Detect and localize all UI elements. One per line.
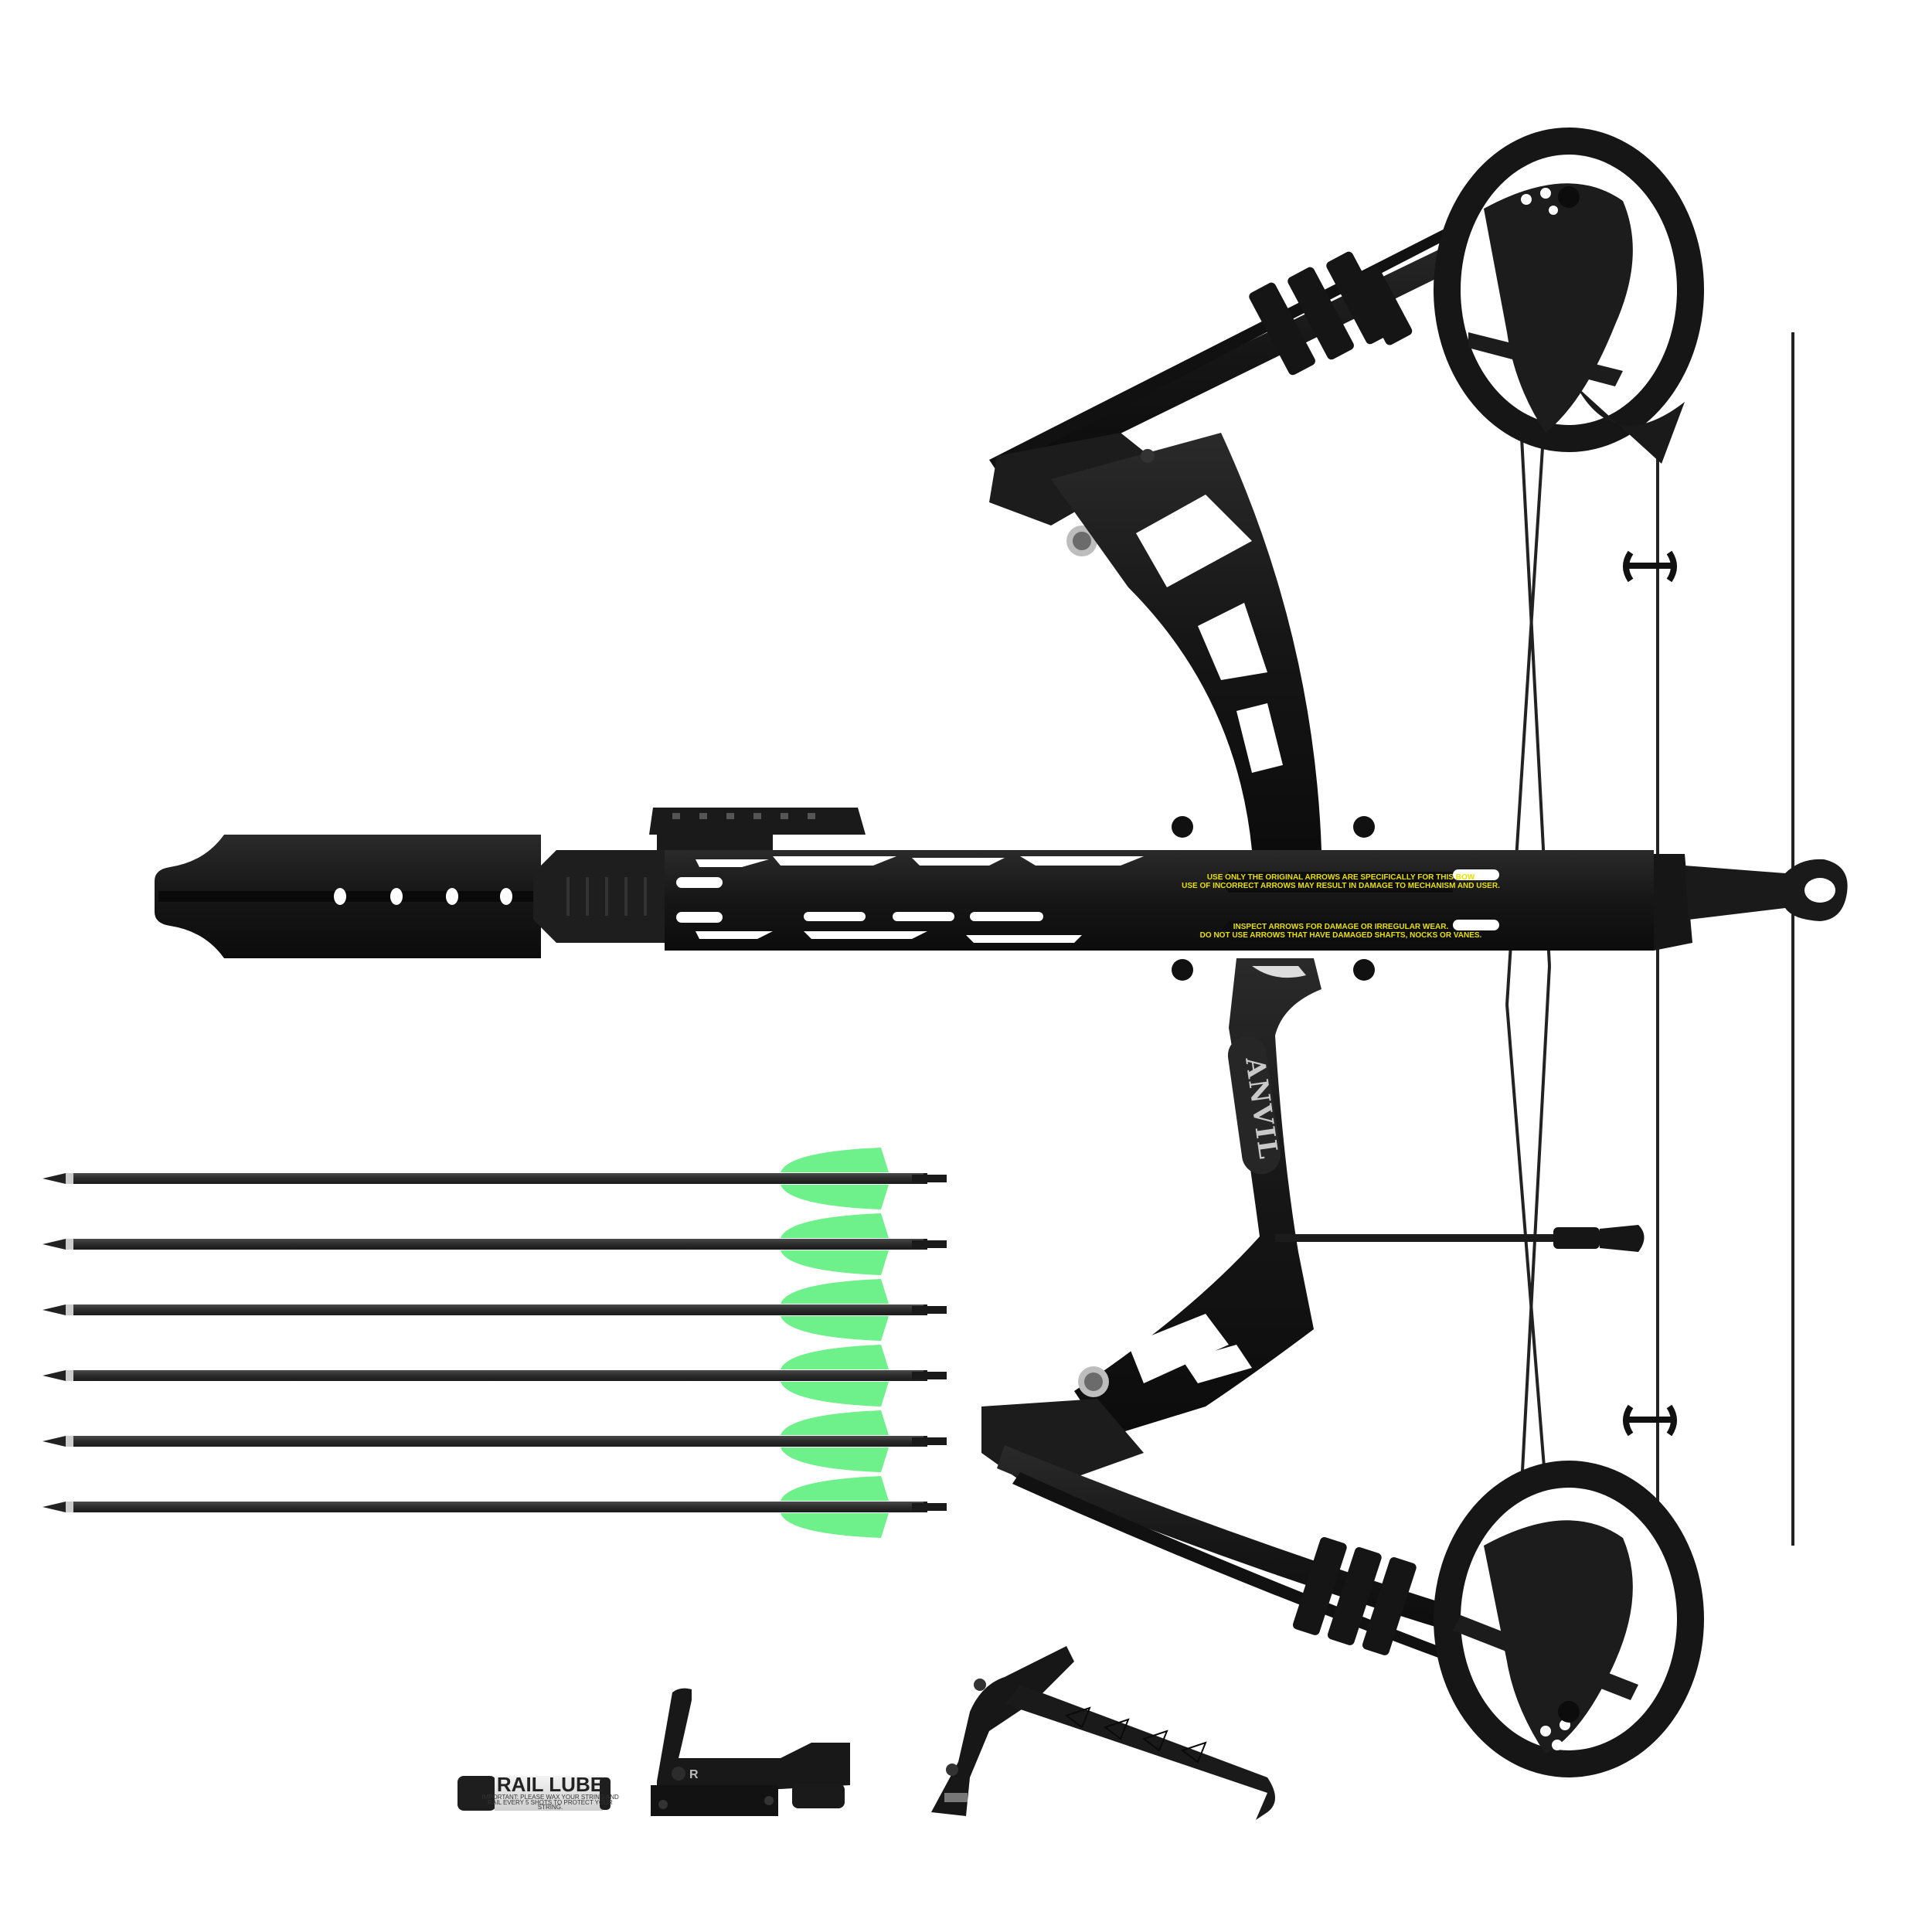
top-cam [1434,128,1704,464]
arrow [43,1213,947,1275]
rail-lube-title: RAIL LUBE [497,1773,604,1796]
sight-r-label: R [689,1768,699,1781]
stabilizer-rod [1275,1225,1645,1252]
rail-lube-tube: RAIL LUBE IMPORTANT: PLEASE WAX YOUR STR… [457,1773,619,1811]
warning-label-2-line2: DO NOT USE ARROWS THAT HAVE DAMAGED SHAF… [1200,931,1482,940]
arrow-set [43,1148,947,1538]
arrow [43,1345,947,1406]
barrel-cutouts [676,856,1499,943]
rail-lube-line2: RAIL EVERY 5 SHOTS TO PROTECT YOUR [488,1799,613,1806]
warning-label-1-line2: USE OF INCORRECT ARROWS MAY RESULT IN DA… [1182,882,1500,890]
arrow [43,1148,947,1209]
cable-slide-top [1623,550,1677,583]
stock-holes [334,888,512,905]
lower-limb-dampener [1292,1537,1417,1655]
warning-label-2-line1: INSPECT ARROWS FOR DAMAGE OR IRREGULAR W… [1233,923,1449,931]
arrow [43,1410,947,1472]
upper-limb-dampener [1249,251,1413,376]
rail-lube-line1: IMPORTANT: PLEASE WAX YOUR STRING AND [481,1794,619,1801]
lower-limb [997,1445,1507,1679]
picatinny-rail [649,808,866,835]
warning-label-2: INSPECT ARROWS FOR DAMAGE OR IRREGULAR W… [1200,921,1482,941]
barrel-bolts [1172,816,1375,981]
arrow [43,1279,947,1341]
cable-slide-bottom [1623,1404,1677,1437]
crossbow-stock: USE ONLY THE ORIGINAL ARROWS ARE SPECIFI… [155,808,1848,981]
warning-label-1-line1: USE ONLY THE ORIGINAL ARROWS ARE SPECIFI… [1207,873,1475,882]
lower-riser: ANVIL [1074,958,1321,1437]
upper-riser [1051,433,1321,850]
rail-lube-line3: STRING. [538,1804,563,1811]
brand-badge: ANVIL [1227,1036,1284,1175]
warning-label-1: USE ONLY THE ORIGINAL ARROWS ARE SPECIFI… [1182,872,1500,893]
red-dot-sight: R [651,1688,850,1816]
bottom-cam [1434,1461,1704,1777]
front-stirrup [1654,854,1848,951]
cocking-aid [931,1646,1275,1820]
arrow [43,1476,947,1538]
